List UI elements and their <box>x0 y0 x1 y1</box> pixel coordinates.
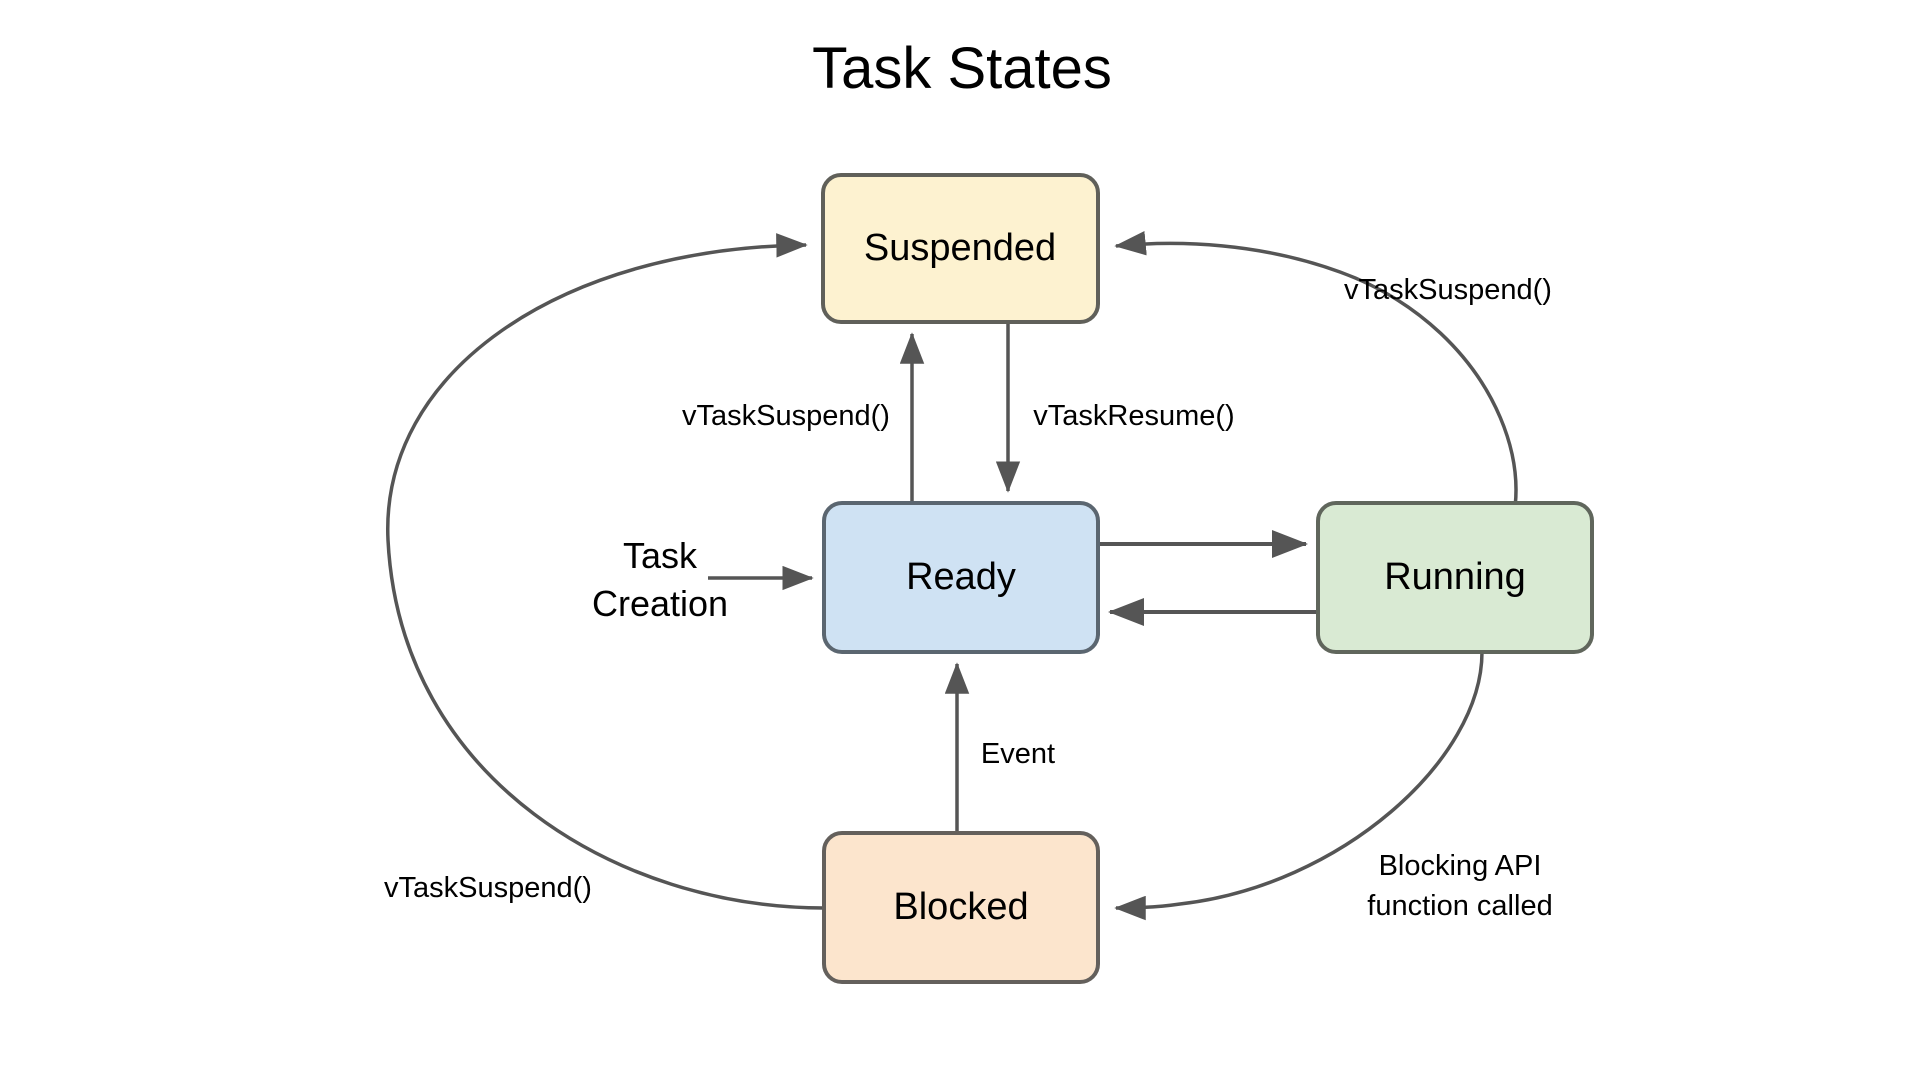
node-suspended[interactable]: Suspended <box>821 173 1100 324</box>
node-ready-shape[interactable] <box>822 501 1100 654</box>
node-ready-label: Ready <box>906 556 1016 598</box>
edge-label-blocking-line1: Blocking API <box>1379 850 1542 882</box>
node-suspended-label: Suspended <box>864 227 1056 269</box>
node-blocked-shape[interactable] <box>822 831 1100 984</box>
edge-running-to-suspended <box>1114 231 1518 580</box>
edge-running-to-blocked <box>1114 651 1484 921</box>
edge-label-suspended-to-ready: vTaskResume() <box>1033 400 1234 432</box>
edge-label-blocked-to-suspended: vTaskSuspend() <box>384 872 592 904</box>
edge-blocked-to-suspended <box>386 233 825 910</box>
edge-label-event: Event <box>981 738 1055 770</box>
node-suspended-shape[interactable] <box>821 173 1100 324</box>
node-running[interactable]: Running <box>1316 501 1594 654</box>
edge-label-blocking-line2: function called <box>1367 890 1552 922</box>
edge-label-task-creation-line1: Task <box>623 535 698 576</box>
node-blocked[interactable]: Blocked <box>822 831 1100 984</box>
page-title: Task States <box>812 36 1112 101</box>
node-ready[interactable]: Ready <box>822 501 1100 654</box>
edge-label-running-to-suspended: vTaskSuspend() <box>1344 274 1552 306</box>
node-running-shape[interactable] <box>1316 501 1594 654</box>
edge-label-task-creation-line2: Creation <box>592 583 728 624</box>
node-blocked-label: Blocked <box>893 886 1028 928</box>
edge-label-ready-to-suspended: vTaskSuspend() <box>682 400 890 432</box>
node-running-label: Running <box>1384 556 1526 598</box>
